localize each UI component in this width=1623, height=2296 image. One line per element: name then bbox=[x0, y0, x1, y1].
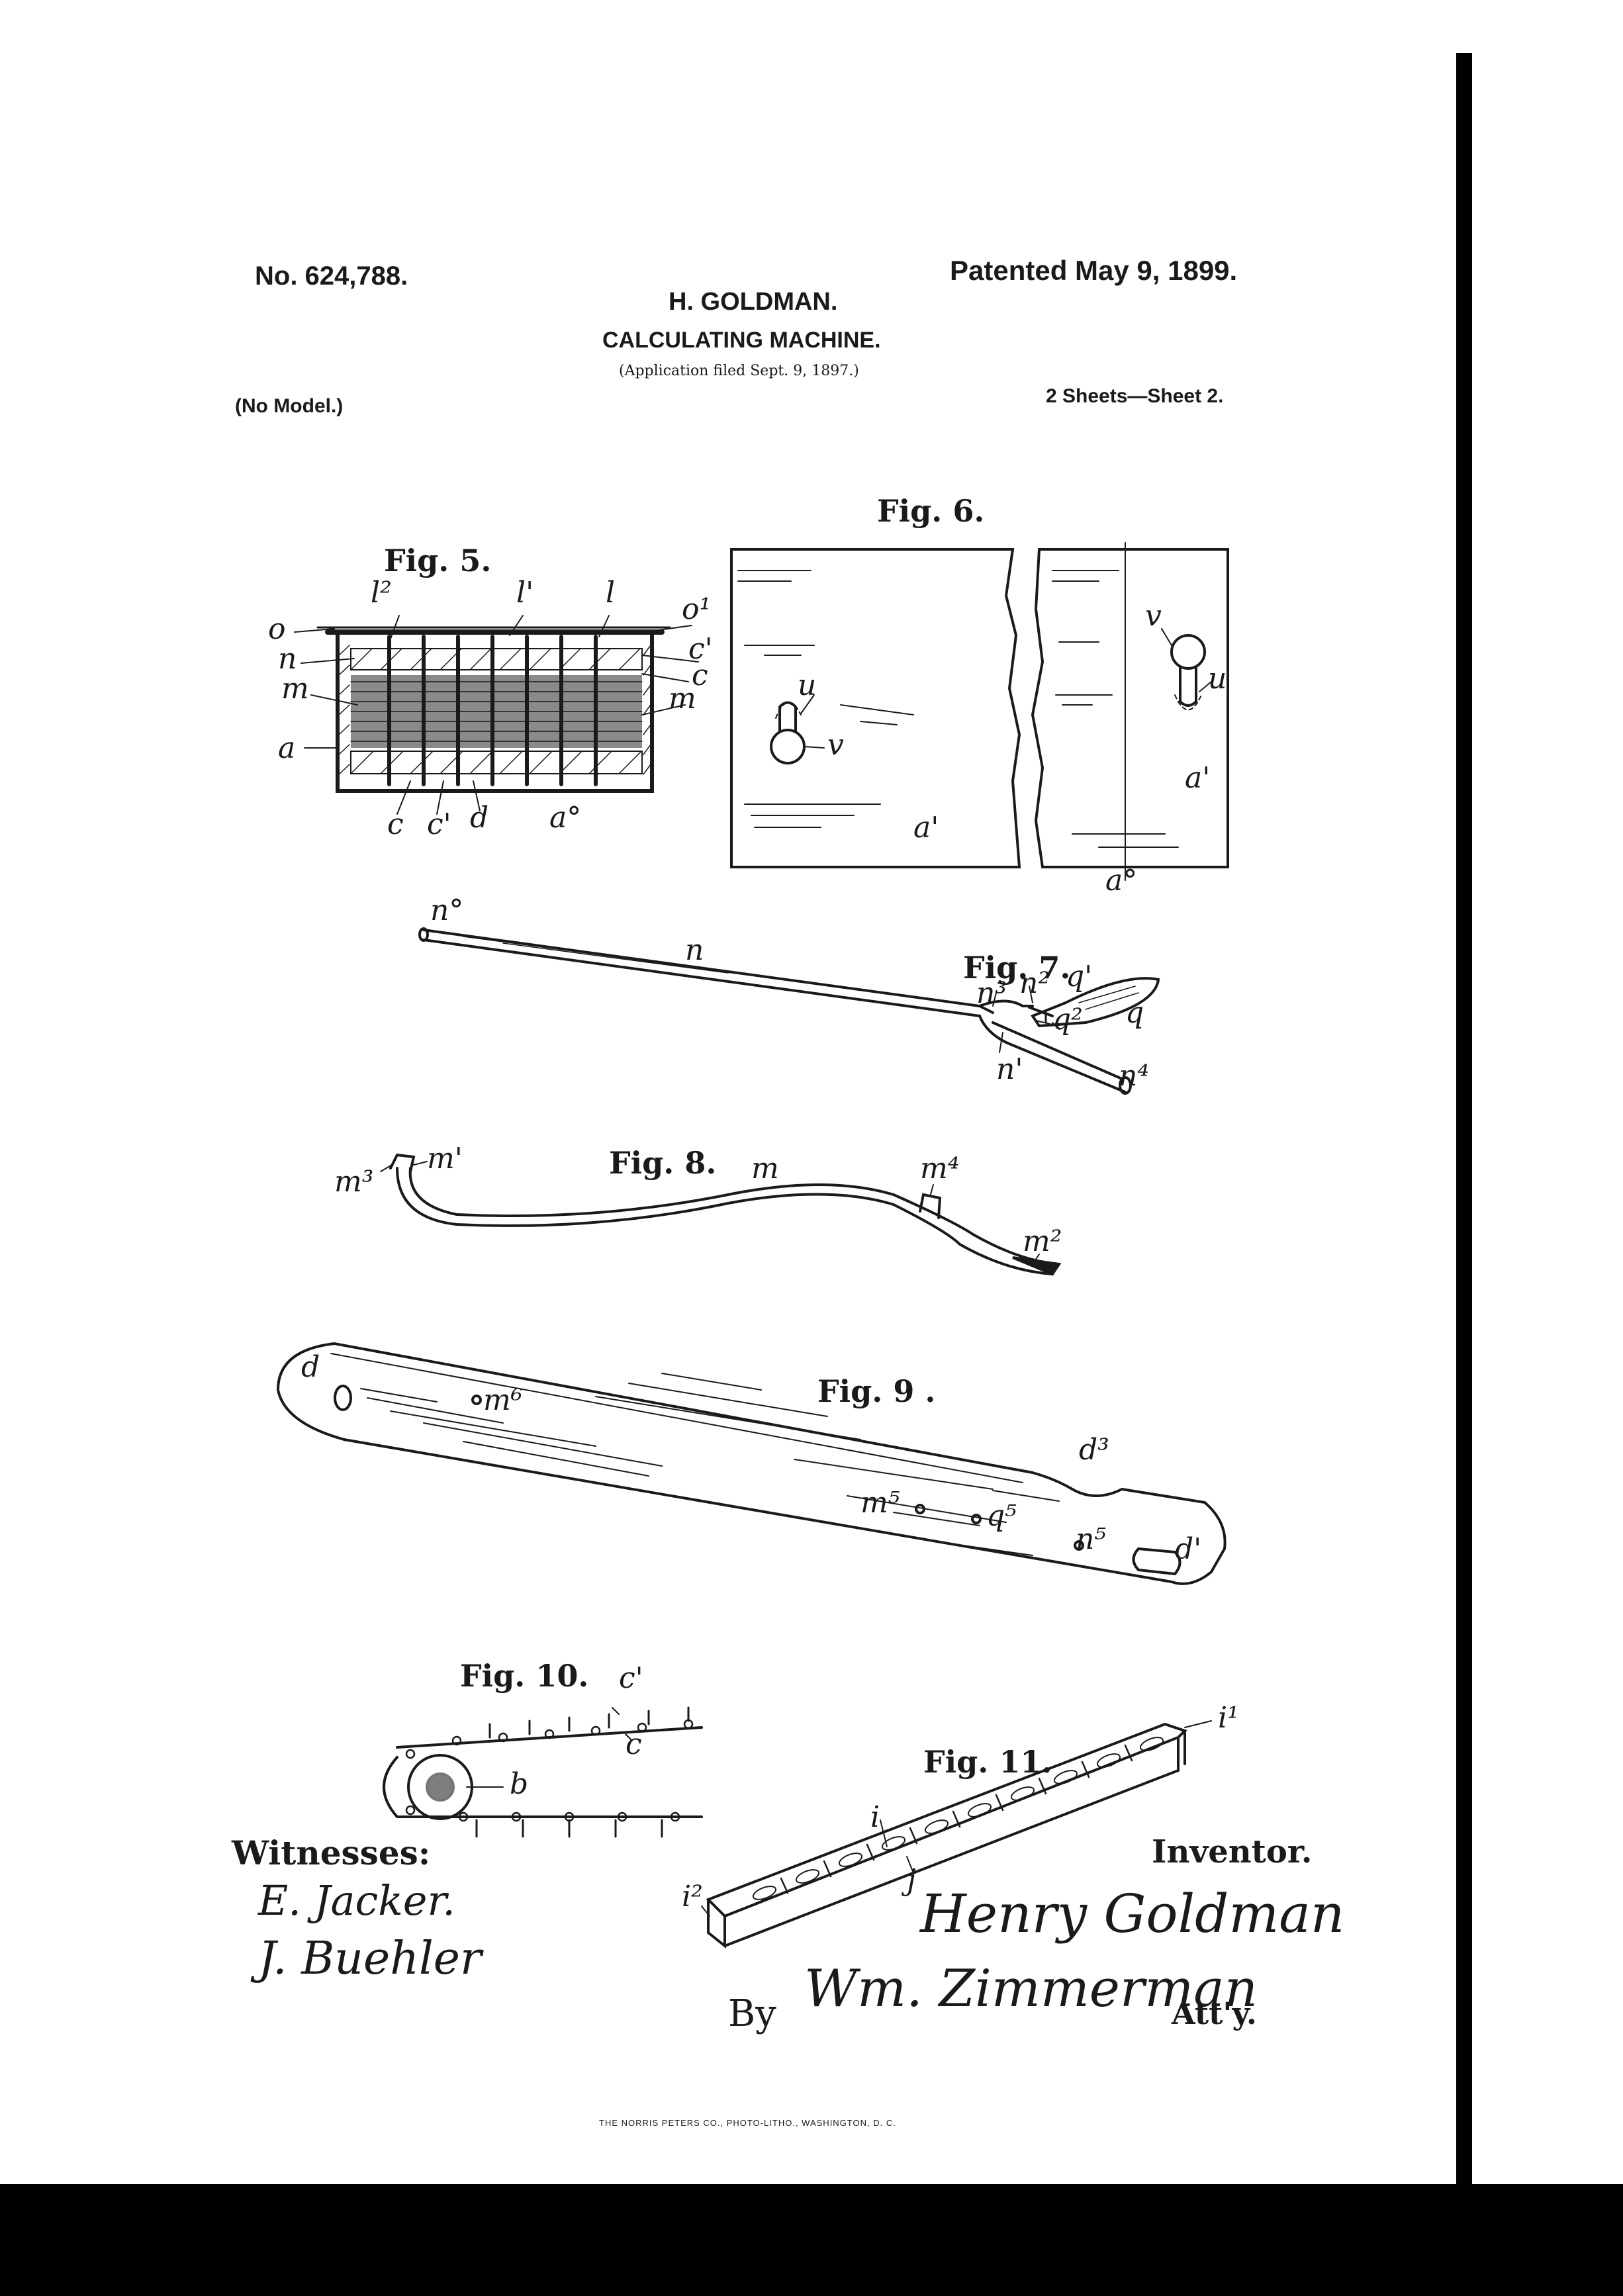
application-date: (Application filed Sept. 9, 1897.) bbox=[619, 363, 859, 379]
invention-title: CALCULATING MACHINE. bbox=[602, 328, 881, 353]
fig6-ref: a' bbox=[913, 811, 939, 845]
fig7-ref: n³ bbox=[976, 976, 1007, 1010]
fig5-label: Fig. 5. bbox=[384, 543, 492, 578]
fig9-ref: m⁶ bbox=[483, 1383, 523, 1417]
fig6-label: Fig. 6. bbox=[877, 493, 985, 529]
fig6-ref: a° bbox=[1105, 864, 1138, 897]
scan-border-bottom bbox=[0, 2184, 1623, 2296]
fig10-ref: c' bbox=[619, 1661, 643, 1695]
patent-sheet bbox=[0, 0, 1456, 2184]
fig5-ref: n bbox=[278, 642, 297, 676]
fig5-ref: c' bbox=[688, 632, 713, 666]
fig9-ref: m⁵ bbox=[860, 1486, 900, 1520]
fig9-label: Fig. 9 . bbox=[817, 1373, 936, 1409]
fig10-label: Fig. 10. bbox=[460, 1658, 589, 1694]
fig7-ref: q bbox=[1125, 996, 1144, 1030]
by-label: By bbox=[728, 1992, 776, 2035]
fig8-ref: m' bbox=[427, 1142, 463, 1175]
witness1-signature: E. Jacker. bbox=[258, 1876, 456, 1925]
fig8-ref: m² bbox=[1023, 1224, 1062, 1258]
fig9-ref: d' bbox=[1175, 1532, 1202, 1566]
fig6-ref: v bbox=[827, 728, 844, 762]
inventor-name-heading: H. GOLDMAN. bbox=[669, 288, 838, 316]
fig11-ref: i¹ bbox=[1218, 1701, 1239, 1735]
fig5-ref: l' bbox=[516, 576, 534, 610]
fig8-ref: m³ bbox=[334, 1165, 374, 1199]
fig11-label: Fig. 11. bbox=[923, 1744, 1052, 1780]
attorney-label: Att'y. bbox=[1172, 1996, 1257, 2031]
lithographer-credit: THE NORRIS PETERS CO., PHOTO-LITHO., WAS… bbox=[599, 2118, 896, 2128]
fig6-ref: a' bbox=[1185, 761, 1211, 795]
fig11-ref: i² bbox=[682, 1880, 703, 1913]
fig7-drawing bbox=[418, 927, 1160, 1095]
fig9-drawing bbox=[276, 1342, 1227, 1585]
fig5-ref: a bbox=[278, 731, 296, 765]
fig10-ref: b bbox=[510, 1767, 529, 1801]
fig7-label: Fig. 7. bbox=[963, 950, 1071, 986]
fig5-ref: c bbox=[387, 807, 404, 841]
fig5-ref: l bbox=[606, 576, 616, 610]
fig9-ref: q⁵ bbox=[986, 1499, 1017, 1533]
fig7-ref: n bbox=[685, 933, 704, 967]
fig9-ref: d bbox=[301, 1350, 320, 1384]
fig11-ref: j bbox=[907, 1863, 916, 1897]
fig8-drawing bbox=[380, 1153, 1062, 1276]
fig5-ref: c' bbox=[427, 807, 451, 841]
fig7-ref: q² bbox=[1052, 1003, 1083, 1036]
fig9-ref: d³ bbox=[1079, 1433, 1109, 1467]
fig9-ref: n⁵ bbox=[1076, 1522, 1106, 1556]
fig6-ref: u bbox=[798, 668, 817, 702]
fig6-ref: v bbox=[1145, 599, 1162, 633]
witnesses-label: Witnesses: bbox=[232, 1833, 431, 1872]
fig5-ref: a° bbox=[549, 801, 582, 835]
fig8-ref: m⁴ bbox=[920, 1152, 960, 1185]
fig10-ref: c bbox=[626, 1727, 642, 1761]
fig8-label: Fig. 8. bbox=[609, 1145, 717, 1181]
fig7-ref: q' bbox=[1066, 960, 1093, 993]
fig7-ref: n' bbox=[996, 1052, 1023, 1086]
patent-number: No. 624,788. bbox=[255, 261, 408, 291]
fig5-drawing bbox=[294, 615, 699, 815]
sheet-count: 2 Sheets—Sheet 2. bbox=[1046, 385, 1224, 407]
inventor-label: Inventor. bbox=[1152, 1833, 1313, 1870]
attorney-signature: Wm. Zimmerman bbox=[804, 1959, 1258, 2019]
fig5-ref: o bbox=[268, 612, 286, 646]
fig5-ref: o¹ bbox=[682, 592, 712, 626]
scan-border-right bbox=[1456, 53, 1472, 2184]
witness2-signature: J. Buehler bbox=[258, 1933, 482, 1985]
fig5-ref: l² bbox=[371, 576, 392, 610]
model-note: (No Model.) bbox=[235, 395, 344, 417]
fig10-drawing bbox=[383, 1706, 703, 1838]
fig5-ref: m bbox=[281, 672, 309, 706]
fig6-drawing bbox=[730, 542, 1229, 881]
fig7-ref: n² bbox=[1019, 966, 1050, 1000]
fig6-ref: u bbox=[1208, 662, 1227, 696]
margin-right bbox=[1472, 0, 1623, 2184]
fig5-ref: d bbox=[470, 801, 489, 835]
fig11-ref: i bbox=[870, 1800, 880, 1834]
fig7-ref: n° bbox=[430, 894, 464, 927]
patent-date: Patented May 9, 1899. bbox=[950, 255, 1238, 286]
fig5-ref: c bbox=[692, 659, 708, 692]
fig5-ref: m bbox=[669, 682, 696, 715]
fig7-ref: n⁴ bbox=[1119, 1059, 1149, 1093]
fig8-ref: m bbox=[751, 1152, 779, 1185]
fig11-drawing bbox=[701, 1720, 1212, 1949]
inventor-signature: Henry Goldman bbox=[920, 1883, 1345, 1945]
